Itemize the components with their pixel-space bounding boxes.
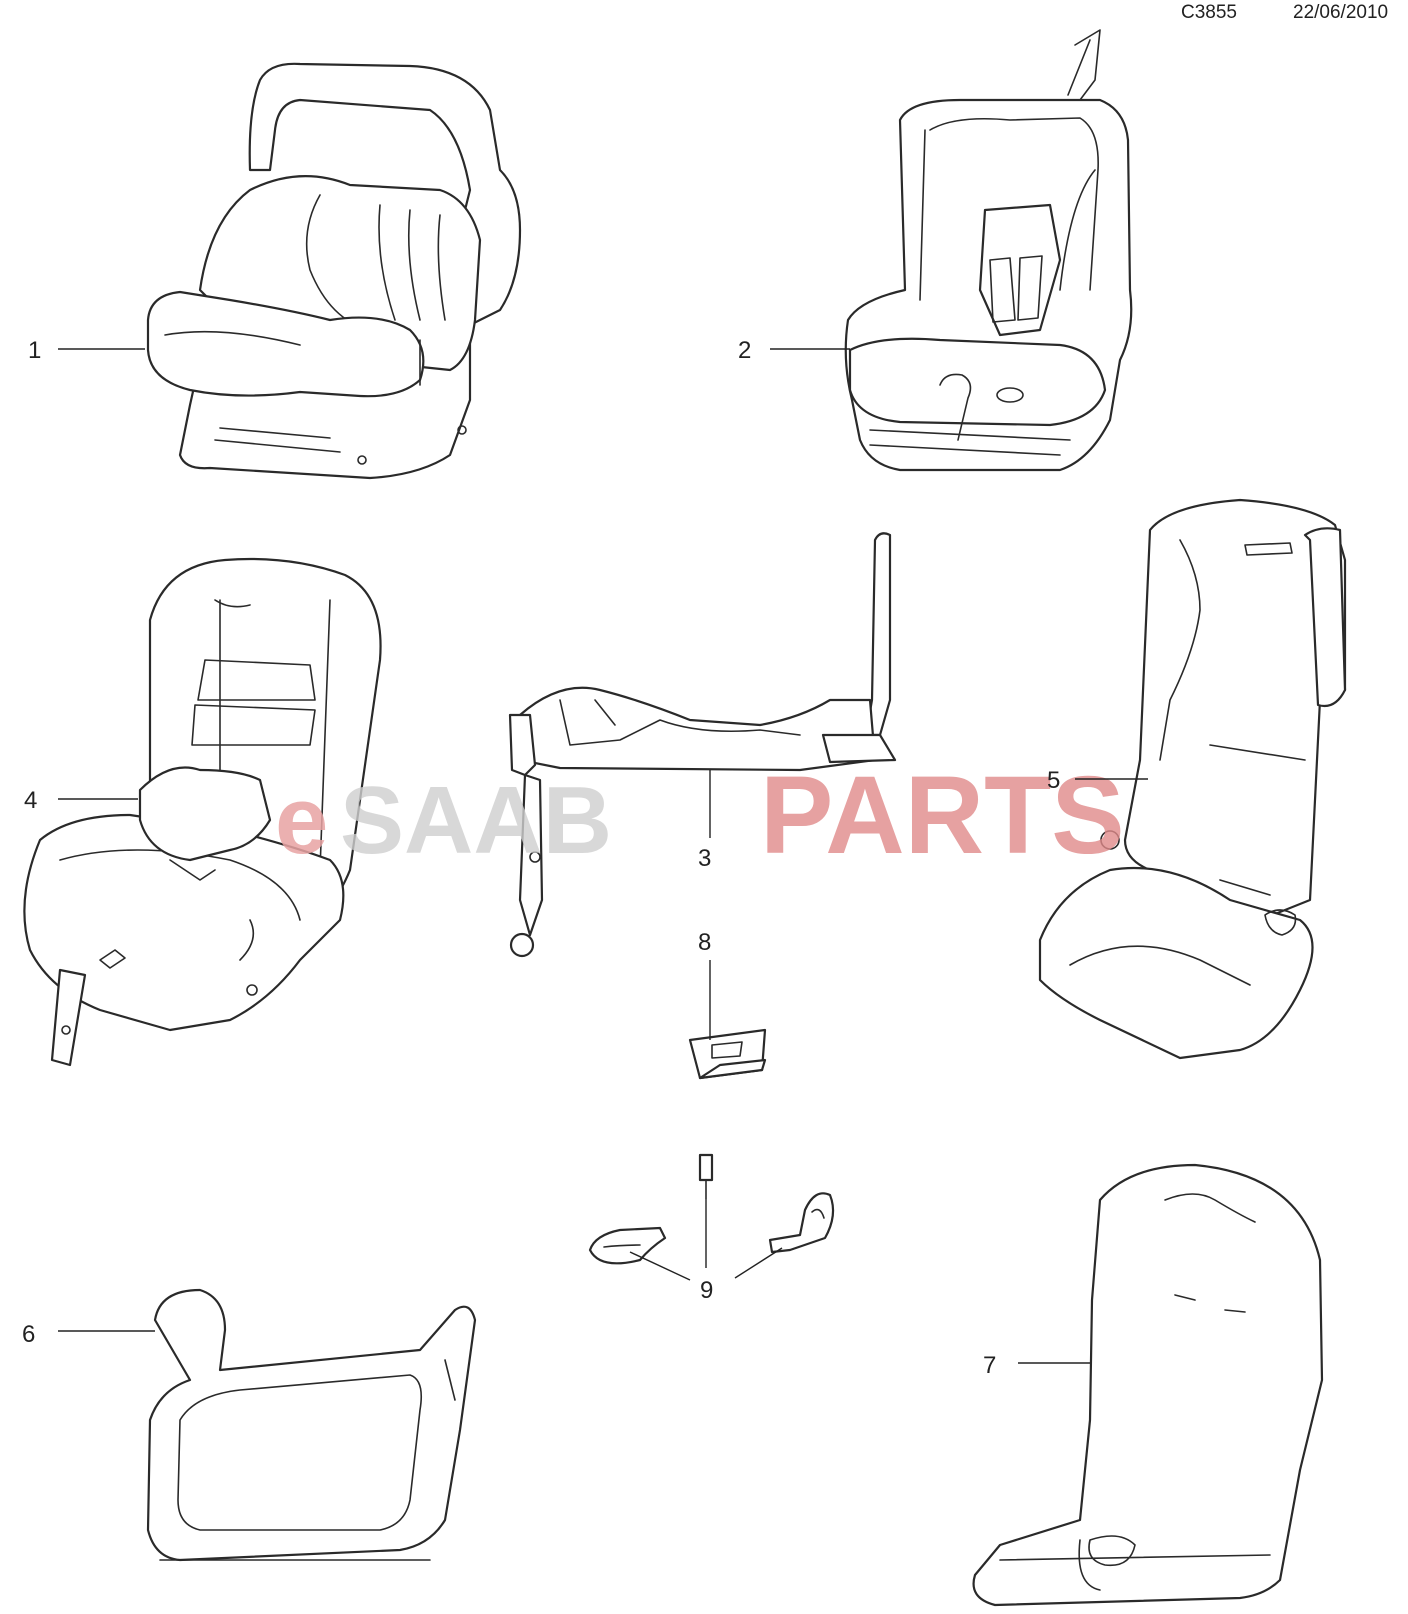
callout-3: 3 (698, 845, 711, 872)
callout-6: 6 (22, 1321, 35, 1348)
leader-line-9c (734, 1247, 783, 1279)
callout-7: 7 (983, 1352, 996, 1379)
callout-2: 2 (738, 337, 751, 364)
leader-lines (58, 348, 1148, 1364)
esaab-parts-watermark: e SAAB PARTS (275, 754, 1125, 877)
part-8-latch-plate (688, 1028, 767, 1080)
callout-5: 5 (1047, 767, 1060, 794)
diagram-code: C3855 (1181, 2, 1237, 23)
leader-line-9b (629, 1251, 691, 1281)
part-6-booster-cushion (146, 1288, 477, 1562)
part-4-convertible-seat (23, 557, 382, 1067)
part-7-seat-pad (972, 1163, 1324, 1607)
watermark-saab: SAAB (340, 767, 612, 874)
callout-labels: 1 2 3 4 5 6 7 8 9 (22, 337, 1060, 1379)
watermark-parts: PARTS (760, 754, 1125, 877)
callout-8: 8 (698, 929, 711, 956)
part-1-infant-carrier (146, 62, 522, 480)
callout-9: 9 (700, 1277, 713, 1304)
callout-4: 4 (24, 787, 37, 814)
callout-1: 1 (28, 337, 41, 364)
diagram-date: 22/06/2010 (1293, 2, 1389, 23)
watermark-e: e (275, 767, 328, 874)
part-2-child-seat (844, 29, 1133, 472)
part-3-isofix-base (508, 532, 897, 958)
part-5-high-back-booster (1038, 498, 1347, 1060)
part-9-anchor-hooks (588, 1153, 835, 1265)
